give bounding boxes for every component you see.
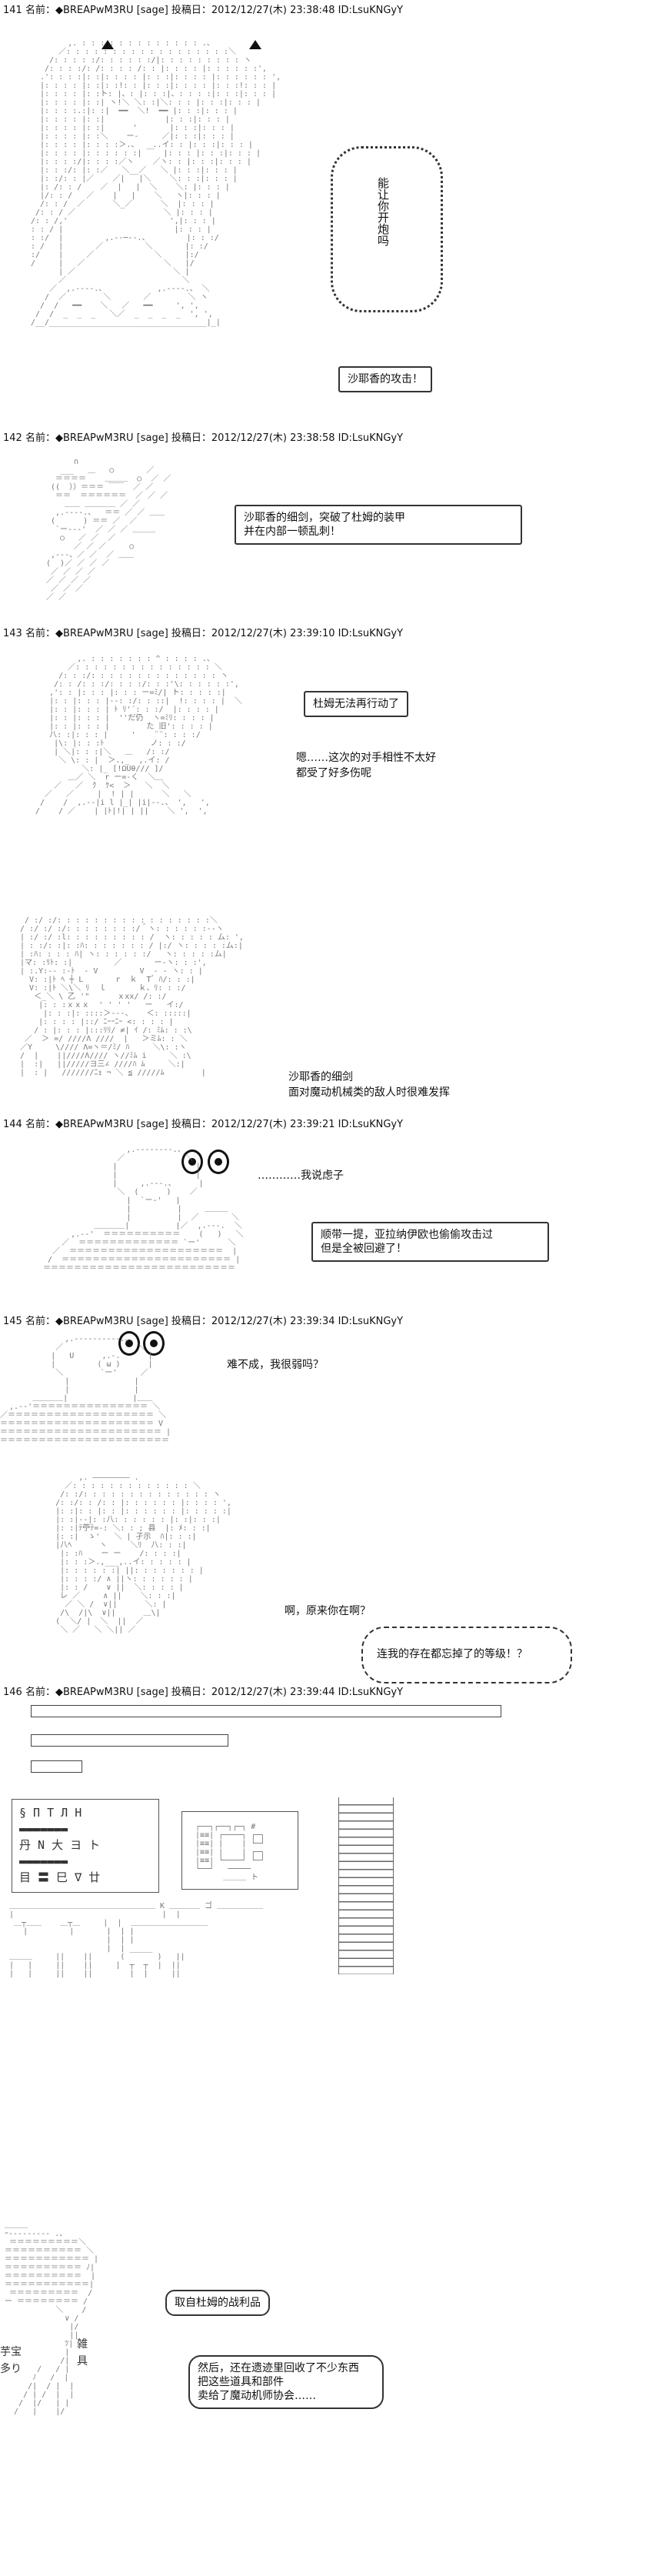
- counter-ascii: ┌──┐┌──┐┌─┐ # |≡≡| ┌────┐ ┌─┐ |≡≡| | | └…: [195, 1823, 265, 1882]
- post-header: 146 名前：◆BREAPwM3RU [sage] 投稿日：2012/12/27…: [3, 1687, 404, 1698]
- post-header: 141 名前：◆BREAPwM3RU [sage] 投稿日：2012/12/27…: [3, 5, 404, 16]
- ascii-art-character: ,.-‐‐‐‐‐‐‐‐-.、 ／ ＼ | U ,.-. | | ( ω ) | …: [0, 1335, 171, 1445]
- ascii-art-character: ,. : : : : : : : ^ : : : : .、 ／: : : : :…: [35, 655, 242, 816]
- ear-right-icon: [249, 40, 261, 49]
- dialogue-text: 沙耶香的细剑 面对魔动机械类的敌人时很难发挥: [288, 1071, 450, 1099]
- ascii-art-character-2: ,. ―――――――― . ／: : : : : : : : : : : : :…: [55, 1473, 231, 1634]
- side-glyphs-2: 雑 具: [77, 2338, 88, 2367]
- dialogue-text: 啊，原来你在啊？: [285, 1605, 371, 1617]
- post-header: 145 名前：◆BREAPwM3RU [sage] 投稿日：2012/12/27…: [3, 1316, 404, 1327]
- side-glyphs: 芋宝 多り: [0, 2346, 22, 2375]
- roof-bar: [31, 1734, 228, 1747]
- shop-shelf-glyphs: § П Т Л Н ▬▬▬▬▬▬▬ 丹 N 大 ヨ ト ▬▬▬▬▬▬▬ 目 〓 …: [19, 1806, 101, 1884]
- post-142: 142 名前：◆BREAPwM3RU [sage] 投稿日：2012/12/27…: [0, 428, 669, 623]
- ascii-art-character: ,.-‐‐‐‐‐‐-.、 ／ ＼ | | | | | ,.-‐-.、 | ＼ (…: [43, 1146, 244, 1273]
- narration-box: 沙耶香的攻击！: [338, 366, 432, 392]
- ascii-art-character: ＿＿＿ ｰ‐‐‐‐‐‐‐‐‐ .、 ＝＝＝＝＝＝＝＝＝＼ ＝＝＝＝＝＝＝＝＝＝ …: [5, 2221, 99, 2416]
- narration-box: 取自杜姆的战利品: [165, 2290, 270, 2316]
- narration-box: 沙耶香的细剑，突破了杜姆的装甲 并在内部一顿乱刺！: [235, 505, 522, 545]
- eye-left-icon: [181, 1150, 203, 1174]
- narration-box: 杜姆无法再行动了: [304, 691, 408, 717]
- speech-bubble: [331, 146, 443, 312]
- eye-right-icon: [208, 1150, 229, 1174]
- post-header: 143 名前：◆BREAPwM3RU [sage] 投稿日：2012/12/27…: [3, 628, 404, 639]
- narration-box: 顺带一提，亚拉纳伊欧也偷偷攻击过 但是全被回避了！: [311, 1222, 549, 1262]
- bubble-text: 连我的存在都忘掉了的等级！？: [377, 1648, 528, 1660]
- ear-left-icon: [102, 40, 114, 49]
- post-header: 144 名前：◆BREAPwM3RU [sage] 投稿日：2012/12/27…: [3, 1119, 404, 1130]
- shop-counter-panel: [181, 1811, 298, 1890]
- shelf-ladder: [338, 1797, 394, 1974]
- narration-box: 然后，还在遗迹里回收了不少东西 把这些道具和部件 卖给了魔动机师协会……: [188, 2355, 384, 2409]
- bubble-text: 能让你开炮吗: [376, 177, 390, 246]
- post-143: 143 名前：◆BREAPwM3RU [sage] 投稿日：2012/12/27…: [0, 623, 669, 1114]
- roof-bar: [31, 1705, 501, 1717]
- roof-bar: [31, 1760, 82, 1773]
- post-144: 144 名前：◆BREAPwM3RU [sage] 投稿日：2012/12/27…: [0, 1114, 669, 1311]
- shop-floor-ascii: ＿＿＿＿＿＿＿＿＿＿＿＿＿＿＿＿＿＿＿ K ＿＿＿＿ ゴ ＿＿＿＿＿＿ | | …: [9, 1902, 264, 1978]
- speech-bubble: [361, 1627, 572, 1683]
- ascii-art-character-2: / :/ :/: : : : : : : : : : : : : : : : :…: [20, 916, 244, 1077]
- dialogue-text: 难不成，我很弱吗？: [227, 1359, 324, 1371]
- eye-left-icon: [118, 1331, 140, 1356]
- eye-right-icon: [143, 1331, 165, 1356]
- ascii-art-character: ,. : : : : : : : : : : : : : .、 ／: : : :…: [31, 39, 281, 327]
- ascii-art-sword-attack: ∩ ___ ＿ ○ ／ ＝＝＝＝ ＿＿＿ ○ ／ ／ (( ））＝＝＝ ￣￣ ／…: [46, 458, 171, 602]
- post-141: 141 名前：◆BREAPwM3RU [sage] 投稿日：2012/12/27…: [0, 0, 669, 428]
- shop-shelf: [12, 1799, 159, 1893]
- post-header: 142 名前：◆BREAPwM3RU [sage] 投稿日：2012/12/27…: [3, 432, 404, 444]
- dialogue-text: …………我说虑子: [258, 1170, 344, 1182]
- post-145: 145 名前：◆BREAPwM3RU [sage] 投稿日：2012/12/27…: [0, 1311, 669, 1683]
- dialogue-text: 嗯……这次的对手相性不太好 都受了好多伤呢: [296, 752, 436, 779]
- post-146: 146 名前：◆BREAPwM3RU [sage] 投稿日：2012/12/27…: [0, 1682, 669, 2576]
